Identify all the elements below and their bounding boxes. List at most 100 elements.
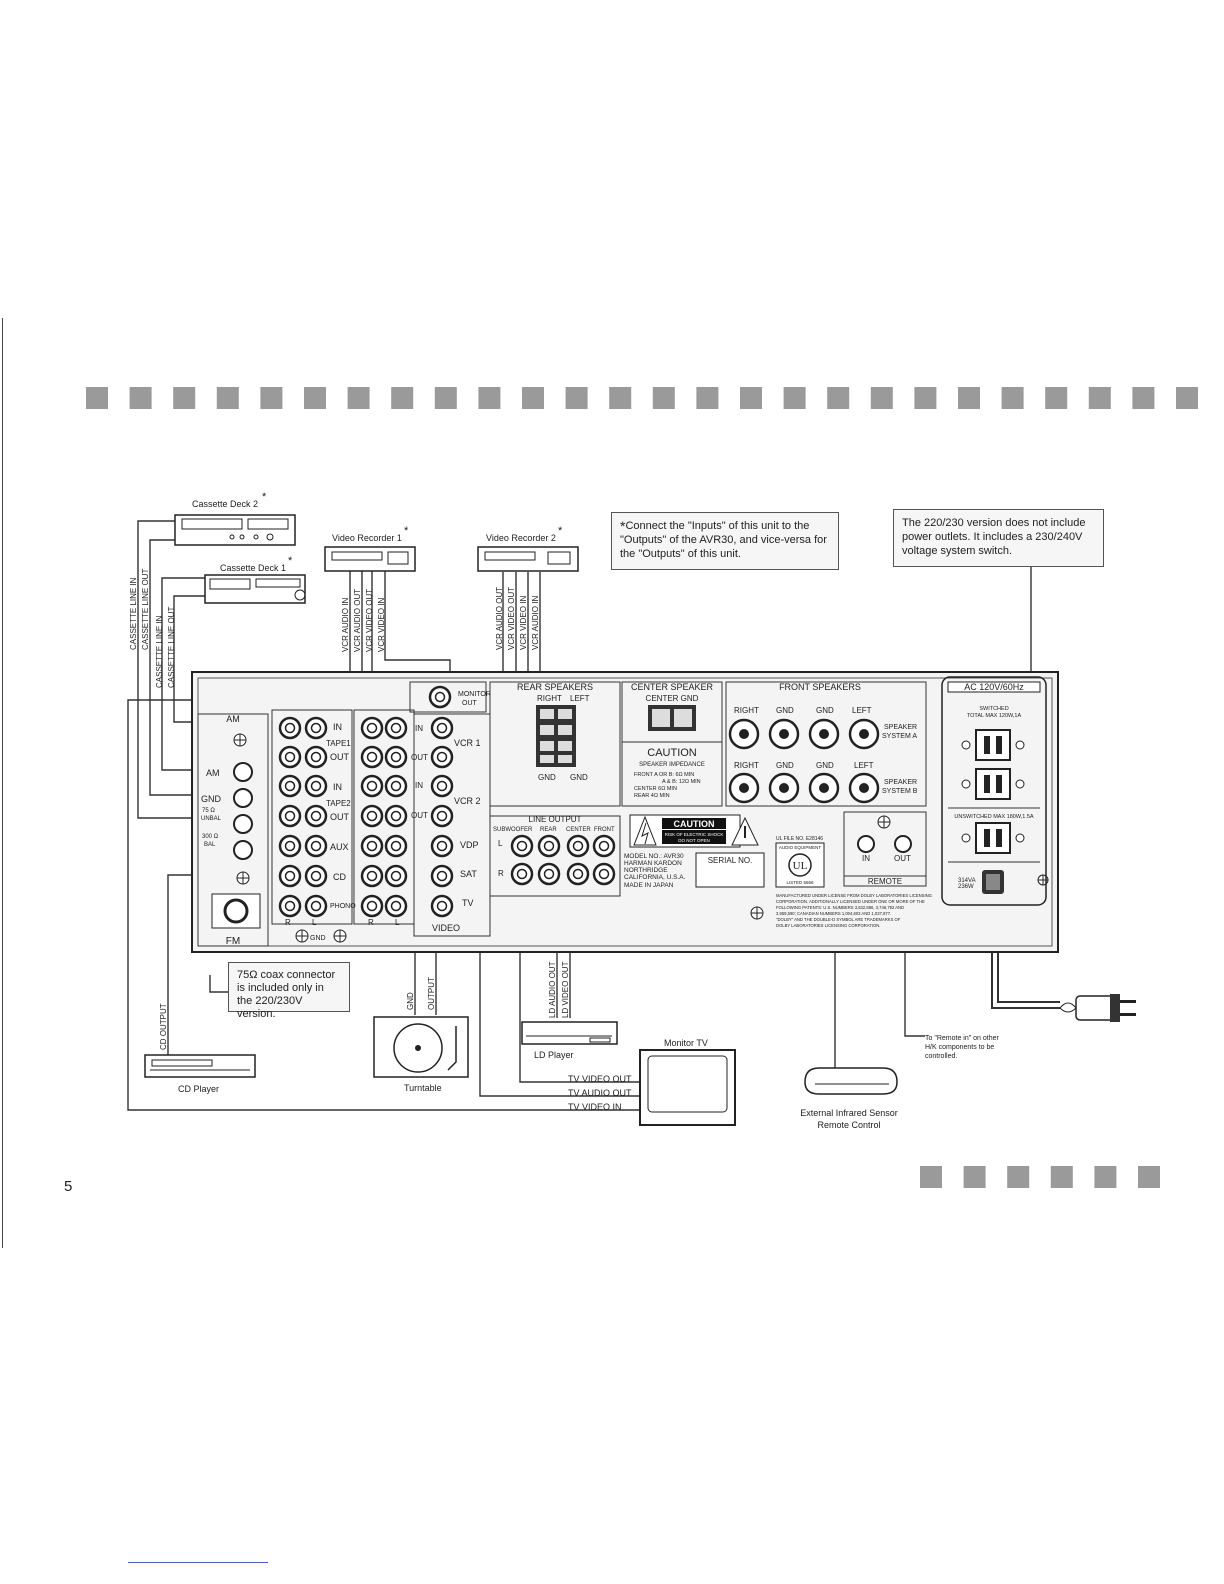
ir-sensor-label-1: External Infrared Sensor [800,1108,898,1118]
impedance-front: FRONT A OR B: 6Ω MIN [634,772,694,778]
audio-jack [360,774,384,798]
line-output-jack [592,862,616,886]
cd-player-icon [144,1054,256,1078]
bal-label: BAL [204,842,216,848]
video-jack [430,834,454,858]
vcr2-out-label: OUT [411,811,428,820]
remote-in-note-text: To "Remote in" on other H/K components t… [925,1035,999,1060]
vcr1-in-label: IN [415,724,423,733]
audio-jack [360,894,384,918]
decorative-square [1007,1166,1030,1188]
decorative-square [740,387,762,409]
speaker-binding-post [848,772,880,804]
impedance-center: CENTER 6Ω MIN [634,786,677,792]
line-output-jack [592,834,616,858]
speaker-binding-post [728,718,760,750]
speaker-binding-post [768,772,800,804]
model-line-2: HARMAN KARDON [624,860,682,867]
connect-note-text: Connect the "Inputs" of this unit to the… [620,520,827,560]
dolby-line-2: CORPORATION. ADDITIONALLY LICENSED UNDER… [776,899,925,904]
speaker-binding-post [808,772,840,804]
audio-jack [360,716,384,740]
tape1-out-label: OUT [330,752,350,762]
ac-outlet [961,729,1025,761]
audio-jack-box-1 [271,709,353,925]
remote-in-jack [857,835,875,853]
wire-tt-output: OUTPUT [427,977,436,1010]
impedance-rear: REAR 4Ω MIN [634,793,670,799]
line-output-jacks [510,834,616,886]
video-jack [430,774,454,798]
model-line-4: CALIFORNIA, U.S.A. [624,874,686,881]
decorative-square [216,387,239,409]
left-margin-line [2,318,3,1248]
dolby-line-3: FOLLOWING PATENTS: U.S. NUMBERS 3,632,88… [776,905,904,910]
decorative-square [827,387,850,409]
monitor-tv-icon [639,1049,736,1126]
audio-jack [278,834,302,858]
monitor-out-jack [428,685,452,709]
audio-jack [278,804,302,828]
wire-tt-gnd: GND [406,992,415,1010]
antenna-terminals [211,762,261,929]
decorative-square [129,387,152,409]
line-out-r: R [498,869,504,878]
wire-vcr2-video-in: VCR VIDEO IN [519,596,528,650]
decorative-square [1088,387,1111,409]
front-gnd-b1: GND [776,761,794,770]
ground-screw-icon [233,733,250,885]
ac-outlet [961,822,1025,854]
fm-heading: FM [226,936,240,947]
decorative-square [914,387,937,409]
decorative-square [920,1166,942,1188]
remote-label: REMOTE [868,877,902,886]
center-gnd-label: CENTER GND [646,694,699,703]
video-jacks [428,685,454,918]
decorative-square [522,387,544,409]
turntable-icon [373,1016,469,1078]
rear-out-label: REAR [540,827,557,833]
audio-jack [304,774,328,798]
ul-file-label: UL FILE NO. E28146 [776,836,823,842]
vcr1-label: VCR 1 [454,738,481,748]
vdp-label: VDP [460,840,479,850]
wire-vcr2-audio-in: VCR AUDIO IN [531,596,540,650]
ac-outlet [961,768,1025,800]
line-output-jack [510,862,534,886]
decorative-square [478,387,501,409]
ohm300-label: 300 Ω [202,834,219,840]
cassette-deck-1-icon [204,574,306,604]
wire-cass-in-2: CASSETTE LINE IN [155,615,164,688]
caution-label-text: CAUTION [674,819,715,829]
phono-ground-icon [295,929,347,943]
vcr2-in-label: IN [415,781,423,790]
video-jack [430,745,454,769]
wire-vcr1-video-out: VCR VIDEO OUT [365,589,374,652]
front-right-b: RIGHT [734,761,759,770]
aux-label: AUX [330,842,349,852]
line-out-l: L [498,839,503,848]
model-line-1: MODEL NO.: AVR30 [624,853,684,860]
decorative-square [304,387,326,409]
remote-ground-icon [877,815,891,829]
right-channel-label: R [285,918,291,927]
risk-text-2: DO NOT OPEN [678,838,709,843]
speaker-system-b-1: SPEAKER [884,779,917,786]
unswitched-label: UNSWITCHED MAX 180W,1.5A [954,814,1033,820]
line-output-jack [537,862,561,886]
left-channel-label-2: L [395,918,400,927]
decorative-square [173,387,196,409]
vcr2-label: VCR 2 [454,796,481,806]
speaker-system-b-2: SYSTEM B [882,788,918,795]
front-left-a: LEFT [852,706,872,715]
video-jack [430,716,454,740]
audio-jack [384,716,408,740]
cassette-deck-2-label: Cassette Deck 2 [192,499,258,509]
impedance-front-ab: A & B: 12Ω MIN [662,779,701,785]
am-terminal-label: AM [206,768,220,778]
audio-jack [384,894,408,918]
wire-cass-out-1: CASSETTE LINE OUT [141,569,150,650]
decorative-square [609,387,632,409]
power-rating-1: 314VA [958,878,976,884]
